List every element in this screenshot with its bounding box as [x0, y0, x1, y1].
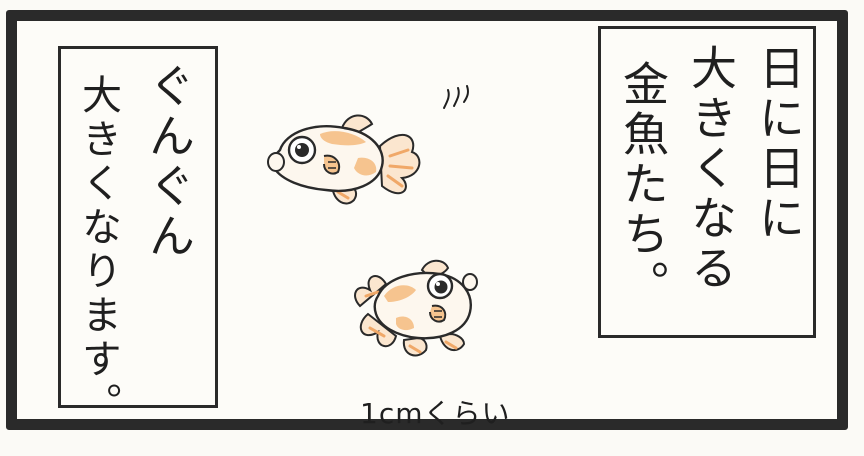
caption-left-line-2: 大きくなります。	[75, 74, 121, 426]
motion-lines-icon	[443, 85, 469, 109]
size-annotation: 1cmくらい	[360, 397, 511, 430]
caption-right-line-1: 日に日に	[752, 44, 806, 244]
goldfish-icon	[267, 114, 421, 205]
caption-right-line-3: 金魚たち。	[616, 60, 670, 310]
caption-box-right	[598, 26, 816, 338]
caption-box-left	[58, 46, 218, 408]
goldfish-icon	[354, 259, 478, 357]
caption-left-line-1: ぐんぐん	[142, 62, 196, 262]
caption-right-line-2: 大きくなる	[684, 44, 738, 294]
